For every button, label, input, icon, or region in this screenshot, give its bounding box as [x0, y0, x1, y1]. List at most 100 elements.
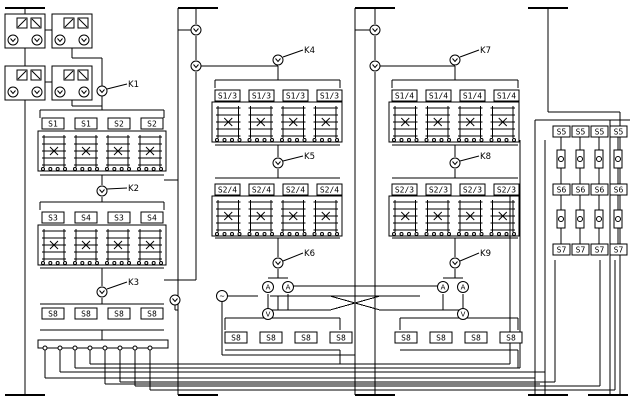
stage-s6-label: S6	[576, 186, 586, 195]
stage-s8-right-box	[429, 331, 453, 344]
stage-s7-box	[609, 243, 628, 256]
mini-node	[31, 86, 43, 98]
stage-s3-label: S3	[48, 214, 58, 223]
stage-s13-box	[282, 89, 309, 102]
stage-s5-label: S5	[557, 128, 567, 137]
stage-s8-mid-box	[329, 331, 353, 344]
stage-s8-left-box	[41, 307, 65, 320]
stage-s23-box	[425, 183, 452, 196]
amp-node-k6-b: A	[282, 281, 294, 293]
mini-node	[78, 86, 90, 98]
stage-s1-label: S2	[147, 120, 157, 129]
stage-s24-box	[316, 183, 343, 196]
mini-switch-icon	[16, 17, 42, 29]
stage-s1-label: S1	[48, 120, 58, 129]
amp-node-k6-a-symbol: A	[266, 284, 271, 292]
node-k5	[272, 157, 284, 169]
stage-s14-box	[459, 89, 486, 102]
stage-s8-right-label: S8	[436, 334, 446, 343]
stage-s14-label: S1/4	[497, 92, 516, 101]
stage-s24-box	[248, 183, 275, 196]
stage-s13-box	[248, 89, 275, 102]
node-k8	[449, 157, 461, 169]
stage-s6-switch-icon	[613, 195, 623, 244]
crossbar-s3	[37, 224, 167, 266]
stage-s1-box	[74, 117, 98, 130]
label-k2: K2	[128, 184, 139, 194]
stage-s24-box	[214, 183, 241, 196]
label-k1: K1	[128, 80, 139, 90]
leader-k2	[106, 187, 128, 190]
bus-tap-point	[117, 345, 123, 351]
stage-s3-box	[140, 211, 164, 224]
node-k6	[272, 257, 284, 269]
stage-s14-label: S1/4	[463, 92, 482, 101]
stage-s6-label: S6	[557, 186, 567, 195]
stage-s13-label: S1/3	[286, 92, 305, 101]
stage-s8-mid-box	[294, 331, 318, 344]
stage-s5-label: S5	[614, 128, 624, 137]
mini-node	[78, 34, 90, 46]
leader-k3	[106, 281, 128, 290]
stage-s24-label: S2/4	[218, 186, 237, 195]
v-node-k9-symbol: V	[461, 311, 466, 319]
stage-s3-label: S4	[147, 214, 157, 223]
bus-tap-point	[147, 345, 153, 351]
stage-s14-label: S1/4	[395, 92, 414, 101]
stage-s24-label: S2/4	[286, 186, 305, 195]
stage-s5-label: S5	[595, 128, 605, 137]
stage-s8-left-label: S8	[147, 310, 157, 319]
stage-s3-label: S4	[81, 214, 91, 223]
stage-s1-box	[140, 117, 164, 130]
leader-k1	[106, 83, 128, 90]
stage-s8-right-label: S8	[471, 334, 481, 343]
stage-s7-label: S7	[595, 246, 605, 255]
stage-s8-left-box	[107, 307, 131, 320]
stage-s1-label: S1	[81, 120, 91, 129]
crossbar-s23	[388, 195, 520, 237]
label-k3: K3	[128, 278, 139, 288]
stage-s8-mid-label: S8	[336, 334, 346, 343]
stage-s6-switch-icon	[594, 195, 604, 244]
stage-s8-right-label: S8	[401, 334, 411, 343]
stage-s1-box	[41, 117, 65, 130]
stage-s7-label: S7	[614, 246, 624, 255]
v-node-k9: V	[457, 308, 469, 320]
stage-s7-label: S7	[557, 246, 567, 255]
label-k9: K9	[480, 249, 491, 259]
bus-tap-point	[42, 345, 48, 351]
bus-tap-point	[57, 345, 63, 351]
amp-node-k6-a: A	[262, 281, 274, 293]
stage-s5-switch-icon	[575, 137, 585, 184]
leader-k9	[459, 252, 480, 262]
node-branch	[190, 60, 202, 72]
mini-switch-icon	[16, 69, 42, 81]
mini-node	[54, 34, 66, 46]
leader-k5	[282, 155, 304, 162]
stage-s3-box	[74, 211, 98, 224]
stage-s3-label: S3	[114, 214, 124, 223]
stage-s8-right-label: S8	[506, 334, 516, 343]
stage-s23-label: S2/3	[497, 186, 516, 195]
amp-node-k9-a: A	[437, 281, 449, 293]
crossbar-s24	[211, 195, 343, 237]
stage-s13-label: S1/3	[218, 92, 237, 101]
stage-s24-label: S2/4	[320, 186, 339, 195]
v-node-k6: V	[262, 308, 274, 320]
stage-s8-left-label: S8	[48, 310, 58, 319]
stage-s6-label: S6	[595, 186, 605, 195]
bus-tap-point	[72, 345, 78, 351]
stage-s7-label: S7	[576, 246, 586, 255]
leader-k7	[459, 49, 480, 58]
static-wiring	[4, 7, 630, 396]
label-k8: K8	[480, 152, 491, 162]
leader-k8	[459, 155, 480, 162]
bus-tap-point	[132, 345, 138, 351]
mini-node	[54, 86, 66, 98]
stage-s13-box	[316, 89, 343, 102]
label-k5: K5	[304, 152, 315, 162]
stage-s6-label: S6	[614, 186, 624, 195]
stage-s23-label: S2/3	[429, 186, 448, 195]
